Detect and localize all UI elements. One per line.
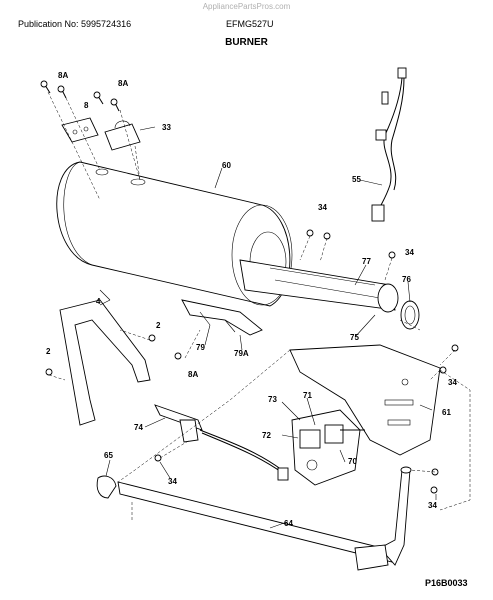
callout-79A: 79A — [234, 349, 249, 358]
callout-71: 71 — [303, 391, 312, 400]
support-bracket-part — [59, 289, 151, 426]
callout-65: 65 — [104, 451, 113, 460]
callout-70: 70 — [348, 457, 357, 466]
callout-34-bottom-left: 34 — [168, 477, 177, 486]
drum-part — [56, 161, 293, 307]
callout-8A-top-right: 8A — [118, 79, 128, 88]
callout-55: 55 — [352, 175, 361, 184]
figure-id: P16B0033 — [425, 578, 468, 588]
callout-34-bottom-right: 34 — [428, 501, 437, 510]
callout-8A-top-left: 8A — [58, 71, 68, 80]
callout-64: 64 — [284, 519, 293, 528]
callout-34-right: 34 — [448, 378, 457, 387]
callout-76: 76 — [402, 275, 411, 284]
screw-group-top — [40, 80, 120, 112]
burner-tube-part — [239, 259, 399, 313]
assembly-guide-lines — [47, 91, 471, 520]
wire-harness-part — [371, 67, 407, 222]
watermark: AppliancePartsPros.com — [202, 2, 291, 11]
callout-79: 79 — [196, 343, 205, 352]
callout-75: 75 — [350, 333, 359, 342]
callout-34-top: 34 — [318, 203, 327, 212]
callout-8A-bottom: 8A — [188, 370, 198, 379]
gas-valve-part — [291, 409, 365, 486]
section-title: BURNER — [225, 37, 268, 48]
callout-4: 4 — [96, 297, 101, 306]
orifice-part — [96, 475, 117, 499]
leader-lines — [99, 126, 437, 529]
callout-33: 33 — [162, 123, 171, 132]
mounting-plate-part — [289, 344, 441, 456]
igniter-part — [154, 404, 289, 481]
burner-bracket-part — [181, 299, 263, 336]
manifold-pipe-part — [117, 466, 412, 571]
callout-77: 77 — [362, 257, 371, 266]
publication-number: Publication No: 5995724316 — [18, 19, 132, 29]
callout-61: 61 — [442, 408, 451, 417]
callout-34-right-top: 34 — [405, 248, 414, 257]
sensor-bracket-part — [61, 117, 141, 151]
ring-part — [400, 300, 420, 330]
callout-2-left: 2 — [46, 347, 51, 356]
callout-74: 74 — [134, 423, 143, 432]
callout-8: 8 — [84, 101, 89, 110]
callout-73: 73 — [268, 395, 277, 404]
callout-2-mid: 2 — [156, 321, 161, 330]
callout-72: 72 — [262, 431, 271, 440]
callout-60: 60 — [222, 161, 231, 170]
model-number: EFMG527U — [226, 19, 274, 29]
